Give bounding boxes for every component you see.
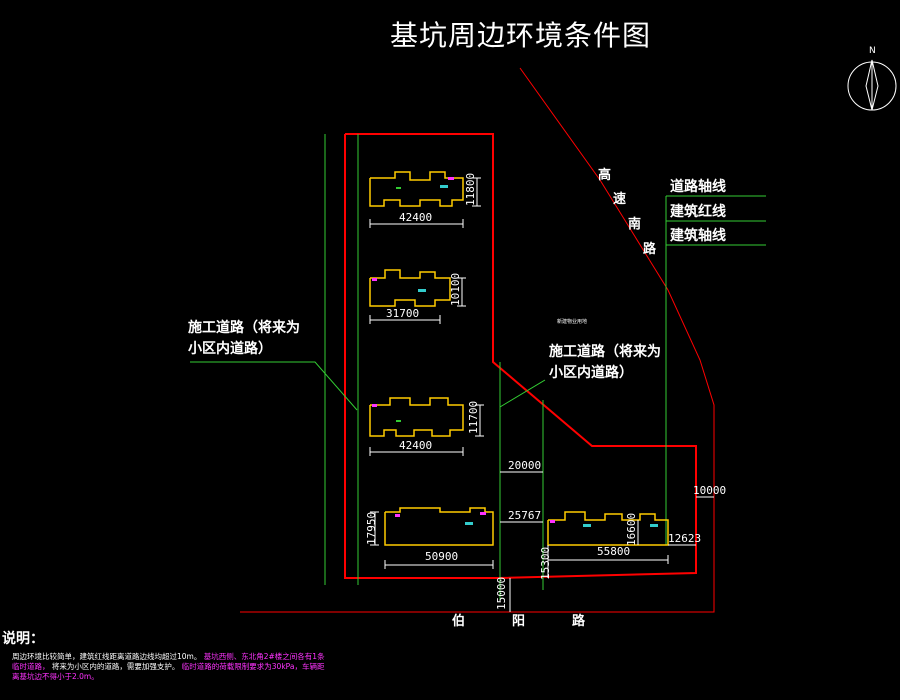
notes-block: 说明： 周边环境比较简单，建筑红线距离道路边线均超过10m。 基坑西侧、东北角2… [2,628,422,682]
building-1-depth-dim: 11800 [464,172,477,206]
notes-line1-white: 周边环境比较简单，建筑红线距离道路边线均超过10m。 [12,652,202,661]
site-red-line [344,133,697,579]
building-3-outline [369,397,464,437]
construction-road-left-label: 施工道路（将来为 小区内道路） [188,318,300,360]
notes-line2-white: 将来为小区内的道路，需要加强支护。 [51,662,180,671]
right-road-label-leader [499,379,546,408]
dimension-15000: 15000 [495,576,508,610]
building-4-outline [384,507,494,546]
building-1-marker-cyan [440,185,448,188]
dimension-15300: 15300 [539,546,552,580]
building-2-outline [369,269,451,307]
building-2-marker-cyan [418,289,426,292]
building-4-marker-cyan [465,522,473,525]
north-label: N [869,46,876,56]
building-5-marker-cyan-a [583,524,591,527]
building-5-marker-magenta [550,520,555,523]
dimension-10000: 10000 [693,484,727,497]
notes-line2-magenta-b: 临时道路的荷载限制要求为30kPa，车辆距 [181,662,325,671]
construction-road-right-label: 施工道路（将来为 小区内道路） [549,342,661,384]
building-4-depth-dim: 17950 [365,511,378,545]
building-3-marker-green [396,420,401,422]
building-2-depth-dim: 10100 [449,272,462,306]
building-2-width-dim: 31700 [386,307,420,320]
building-1-width-dim: 42400 [399,211,433,224]
notes-line3-magenta: 离基坑边不得小于2.0m。 [12,672,99,681]
drawing-title: 基坑周边环境条件图 [390,19,652,52]
north-arrow-compass [847,59,897,111]
highway-name-char-3: 南 [628,217,642,232]
building-5-depth-dim: 16600 [625,512,638,546]
building-3-depth-dim: 11700 [467,400,480,434]
dimension-25767: 25767 [508,509,542,522]
dimension-12623: 12623 [668,532,702,545]
dimension-20000: 20000 [508,459,542,472]
building-5-marker-cyan-b [650,524,658,527]
highway-name-char-4: 路 [643,242,657,257]
construction-road-right-line1: 施工道路（将来为 [549,344,661,360]
notes-heading: 说明： [2,631,44,647]
building-4-width-dim: 50900 [425,550,459,563]
legend-building-axis: 建筑轴线 [670,228,726,244]
building-4-marker-magenta-a [395,514,400,517]
highway-name-char-1: 高 [598,168,612,183]
construction-road-right-line2: 小区内道路） [549,365,633,381]
building-1-marker-magenta [448,177,454,180]
building-1-outline [369,171,464,207]
highway-name-char-2: 速 [613,192,627,207]
building-5-outline [547,511,669,546]
dimension-lines [369,177,714,612]
boyang-road-char-1: 伯 [452,614,466,629]
building-4-marker-magenta-b [480,512,486,515]
building-3-width-dim: 42400 [399,439,433,452]
construction-road-left-line1: 施工道路（将来为 [188,320,300,336]
legend-building-red-line: 建筑红线 [670,204,726,220]
building-3-marker-magenta [372,404,377,407]
highway-road-edge-line [240,67,715,613]
notes-body: 周边环境比较简单，建筑红线距离道路边线均超过10m。 基坑西侧、东北角2#楼之间… [2,652,422,682]
notes-line1-magenta: 基坑西侧、东北角2#楼之间各有1条 [203,652,325,661]
building-2-marker-magenta [372,278,377,281]
legend-road-axis: 道路轴线 [670,179,726,195]
construction-road-left-line2: 小区内道路） [188,341,272,357]
notes-line2-magenta: 临时道路， [12,662,50,671]
left-road-label-leader [190,361,358,411]
boyang-road-char-3: 路 [572,614,586,629]
building-5-width-dim: 55800 [597,545,631,558]
building-1-marker-green [396,187,401,189]
boyang-road-char-2: 阳 [512,614,526,629]
center-small-label: 新建物业用地 [557,319,588,325]
